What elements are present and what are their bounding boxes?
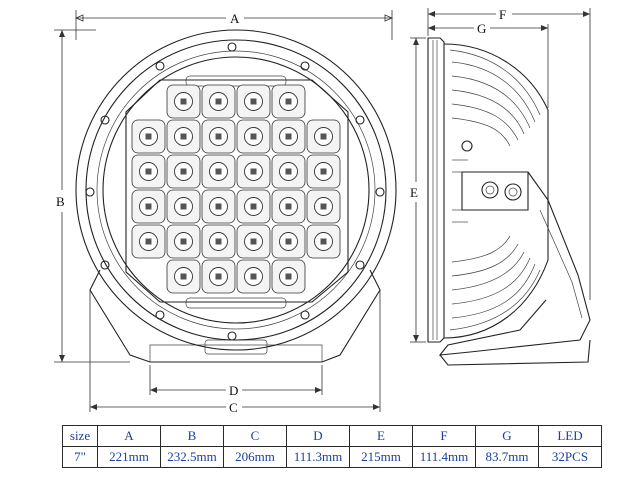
header-size: size	[62, 425, 98, 447]
led-chip	[201, 189, 236, 224]
led-chip	[236, 224, 271, 259]
spec-table-value-row: 7" 221mm 232.5mm 206mm 111.3mm 215mm 111…	[62, 446, 602, 468]
value-size: 7"	[62, 446, 98, 468]
led-grid	[131, 84, 341, 294]
led-chip	[236, 259, 271, 294]
heat-sink-fins	[449, 49, 541, 331]
led-chip	[201, 119, 236, 154]
led-chip	[306, 224, 341, 259]
value-a: 221mm	[97, 446, 161, 468]
led-chip	[166, 119, 201, 154]
bezel-screws	[85, 42, 385, 341]
led-chip	[131, 224, 166, 259]
led-chip	[131, 189, 166, 224]
spotlight-technical-drawing: A B D C	[54, 7, 591, 415]
value-d: 111.3mm	[286, 446, 350, 468]
spec-table: size A B C D E F G LED 7" 221mm 232.5mm …	[62, 425, 602, 468]
led-chip	[271, 259, 306, 294]
led-chip	[236, 119, 271, 154]
led-chip	[271, 84, 306, 119]
led-chip	[236, 154, 271, 189]
header-e: E	[349, 425, 413, 447]
led-chip	[236, 189, 271, 224]
dim-label-g: G	[477, 21, 486, 36]
led-chip	[306, 154, 341, 189]
dim-label-b: B	[56, 194, 65, 209]
dim-label-f: F	[499, 7, 506, 22]
led-chip	[166, 189, 201, 224]
header-d: D	[286, 425, 350, 447]
value-f: 111.4mm	[412, 446, 476, 468]
led-chip	[166, 224, 201, 259]
header-c: C	[223, 425, 287, 447]
led-chip	[271, 119, 306, 154]
led-chip	[306, 119, 341, 154]
value-c: 206mm	[223, 446, 287, 468]
outer-bezel	[75, 29, 397, 351]
dim-label-c: C	[229, 400, 238, 415]
header-led: LED	[538, 425, 602, 447]
led-chip	[131, 154, 166, 189]
header-f: F	[412, 425, 476, 447]
front-dimensions: A B D C	[54, 10, 394, 415]
middle-fins	[452, 159, 468, 223]
header-g: G	[475, 425, 539, 447]
led-chip	[271, 189, 306, 224]
led-chip	[201, 84, 236, 119]
header-a: A	[97, 425, 161, 447]
led-chip	[166, 154, 201, 189]
value-led: 32PCS	[538, 446, 602, 468]
dim-label-d: D	[229, 383, 238, 398]
led-chip	[166, 84, 201, 119]
dim-label-e: E	[410, 185, 418, 200]
led-chip	[271, 154, 306, 189]
led-chip	[201, 224, 236, 259]
dim-label-a: A	[230, 11, 240, 26]
spec-table-header-row: size A B C D E F G LED	[62, 425, 602, 447]
led-chip	[201, 154, 236, 189]
value-g: 83.7mm	[475, 446, 539, 468]
header-b: B	[160, 425, 224, 447]
led-chip	[306, 189, 341, 224]
value-b: 232.5mm	[160, 446, 224, 468]
value-e: 215mm	[349, 446, 413, 468]
side-dimensions: F G E	[410, 7, 591, 343]
led-chip	[166, 259, 201, 294]
side-view	[427, 37, 591, 366]
led-chip	[131, 119, 166, 154]
led-chip	[236, 84, 271, 119]
led-chip	[271, 224, 306, 259]
front-view	[75, 29, 397, 363]
led-chip	[201, 259, 236, 294]
